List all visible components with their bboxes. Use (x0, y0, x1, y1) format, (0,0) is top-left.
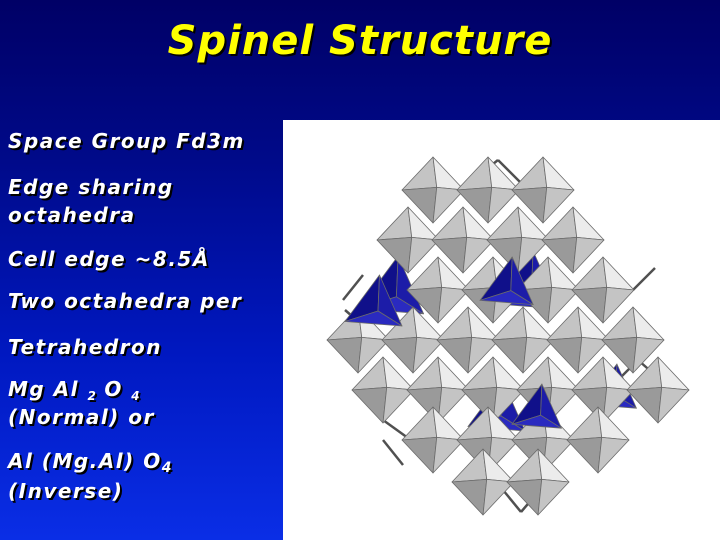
octahedron-face (376, 206, 413, 241)
octahedron-face (602, 286, 635, 324)
octahedron-face (632, 336, 665, 374)
octahedron-face (482, 478, 515, 516)
octahedron-face (432, 186, 465, 224)
octahedron-face (542, 156, 575, 191)
cell-edge-line (382, 418, 409, 440)
tetrahedron-face (344, 310, 403, 327)
bullet-tetrahedron: Tetrahedron (8, 335, 163, 359)
octahedron-face (451, 448, 488, 483)
octahedron-face (401, 436, 438, 474)
octahedron-face (437, 386, 470, 424)
octahedron-face (456, 156, 493, 191)
octahedron-face (506, 448, 543, 483)
octahedron-face (401, 406, 438, 441)
octahedron-face (517, 236, 550, 274)
octahedron-face (467, 336, 500, 374)
bullet-normal-label: (Normal) or (8, 405, 155, 429)
octahedron-face (657, 356, 690, 391)
octahedron-face (522, 336, 555, 374)
tetrahedron-face (511, 414, 562, 429)
octahedron-face (437, 286, 470, 324)
octahedron-face (412, 336, 445, 374)
octahedron-face (542, 186, 575, 224)
bullet-edge-sharing-line1: Edge sharing (8, 175, 174, 199)
cell-edge-line (497, 159, 524, 186)
octahedron-face (357, 336, 390, 374)
octahedron-face (432, 156, 465, 191)
octahedron-face (547, 286, 580, 324)
tetrahedron-face (479, 290, 534, 306)
bullet-two-octahedra: Two octahedra per (8, 289, 243, 313)
octahedron-face (577, 336, 610, 374)
octahedron-face (566, 406, 603, 441)
octahedron-face (632, 306, 665, 341)
bullet-edge-sharing-line2: octahedra (8, 203, 136, 227)
octahedron-face (511, 156, 548, 191)
octahedron-face (401, 156, 438, 191)
bullet-cell-edge: Cell edge ~8.5Å (8, 247, 210, 271)
inverse-formula-prefix: Al (Mg.Al) O (8, 449, 162, 473)
normal-formula-sub-b: 4 (131, 389, 140, 403)
octahedron-face (456, 406, 493, 441)
octahedron-face (407, 236, 440, 274)
octahedron-face (492, 386, 525, 424)
octahedron-face (451, 478, 488, 516)
cell-edge-line (382, 439, 404, 466)
octahedron-face (657, 386, 690, 424)
octahedron-face (602, 256, 635, 291)
octahedron-face (487, 156, 520, 191)
octahedron-face (326, 336, 363, 374)
octahedron-face (597, 436, 630, 474)
cell-edge-line (632, 267, 656, 291)
octahedron-face (487, 186, 520, 224)
octahedron-face (572, 206, 605, 241)
cell-edge-line (502, 489, 522, 513)
normal-formula-sub-a: 2 (87, 389, 96, 403)
octahedron-face (382, 386, 415, 424)
spinel-crystal-icon (326, 156, 690, 516)
inverse-formula-sub: 4 (161, 460, 172, 476)
octahedron-face (537, 478, 570, 516)
bullet-inverse-label: (Inverse) (8, 479, 124, 503)
slide-title: Spinel Structure (167, 18, 553, 64)
normal-formula-prefix: Mg Al (8, 377, 80, 401)
octahedron-face (572, 236, 605, 274)
octahedron-face (602, 386, 635, 424)
octahedron-face (462, 236, 495, 274)
octahedron-face (432, 436, 465, 474)
octahedron-face (566, 436, 603, 474)
normal-formula-middle: O (104, 377, 123, 401)
bullet-space-group: Space Group Fd3m (8, 129, 245, 153)
bullet-normal-formula: Mg Al 2 O 4 (8, 376, 140, 409)
bullet-inverse-formula: Al (Mg.Al) O4 (8, 448, 171, 481)
cell-edge-line (342, 274, 364, 301)
octahedron-face (351, 386, 388, 424)
spinel-structure-figure (283, 120, 720, 540)
